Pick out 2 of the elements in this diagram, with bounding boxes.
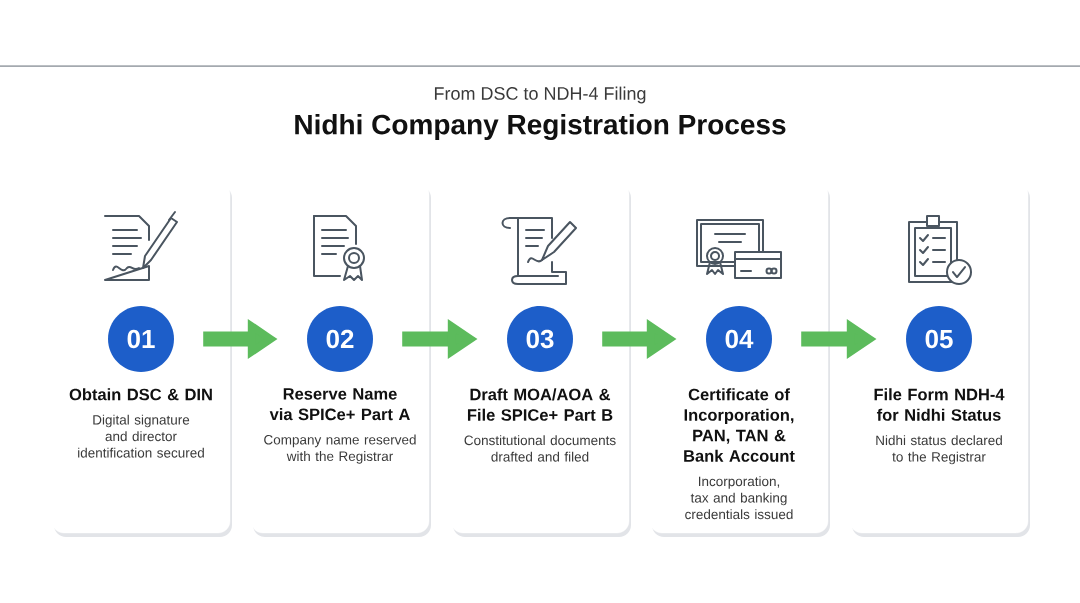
title: Nidhi Company Registration Process [295, 113, 786, 141]
subtitle: From DSC to NDH-4 Filing [434, 86, 646, 104]
